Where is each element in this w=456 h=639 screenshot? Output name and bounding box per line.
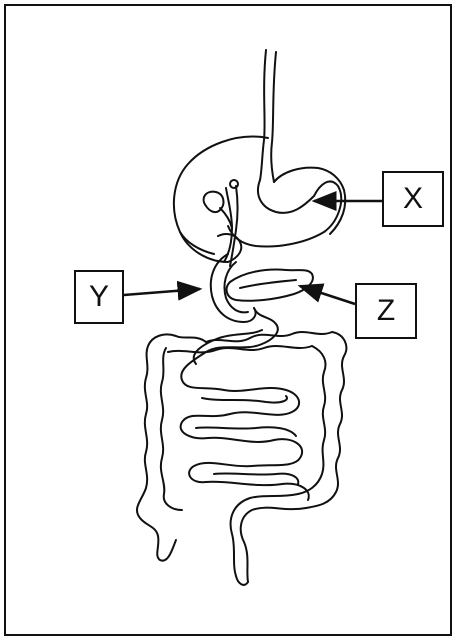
label-z-box: Z [355,283,417,339]
stomach [228,180,341,246]
anal-canal [236,576,248,585]
pancreas-duct [240,280,296,288]
small-intestine-inner [194,330,299,484]
large-intestine [137,334,206,560]
duct-junction [230,180,238,188]
large-intestine-inner-left [161,348,182,510]
label-x-box: X [382,171,444,227]
liver-lower-edge [180,232,214,254]
descending-colon-inner [298,346,326,494]
esophagus [260,50,266,180]
arrow-z [300,286,355,304]
descending-colon [306,332,346,508]
label-y-box: Y [74,270,124,324]
rectum [241,508,306,582]
esophagus-inner [271,52,276,182]
pancreas [227,270,313,301]
liver [174,137,268,262]
small-intestine [181,308,309,500]
arrow-y [124,289,200,295]
